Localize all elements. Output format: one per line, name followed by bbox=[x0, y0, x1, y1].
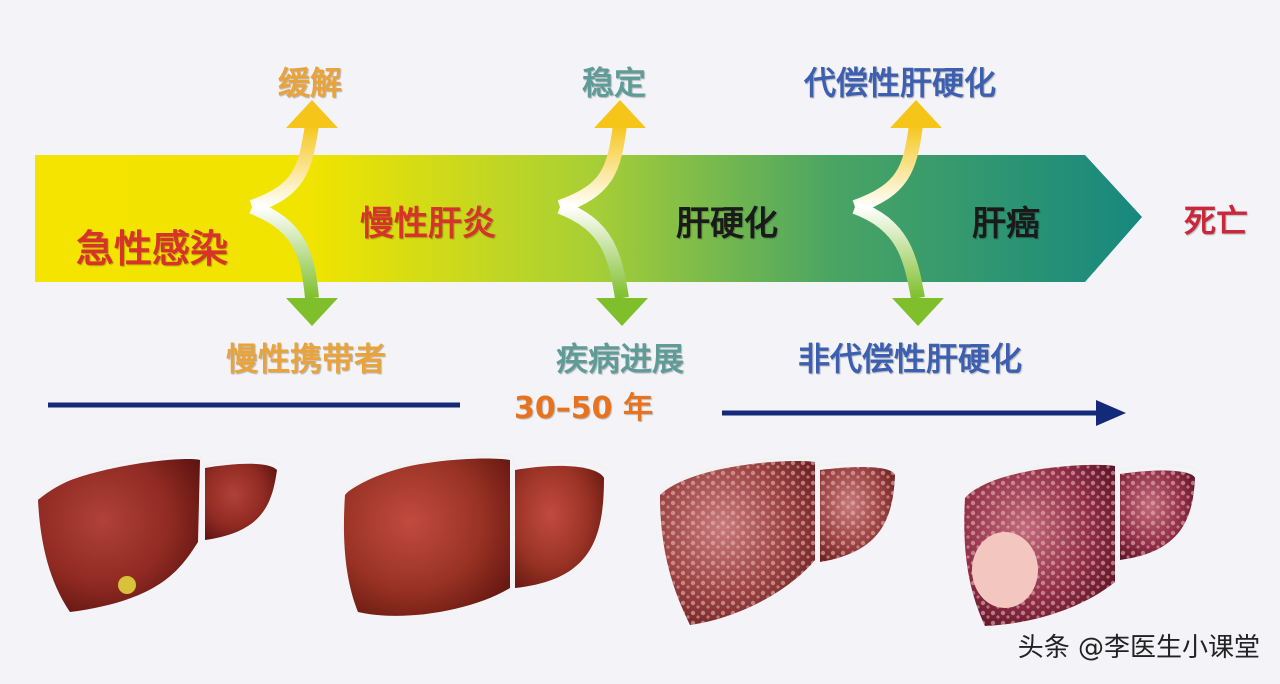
branch-remission: 缓解 bbox=[278, 64, 343, 102]
cancer-liver bbox=[964, 459, 1200, 626]
timeline-arrowhead bbox=[1096, 400, 1126, 426]
stage-death: 死亡 bbox=[1184, 202, 1249, 240]
stage-liver-cancer: 肝癌 bbox=[972, 204, 1040, 244]
stage-acute-infection: 急性感染 bbox=[76, 227, 229, 271]
branch-stable: 稳定 bbox=[582, 64, 647, 102]
stage-cirrhosis: 肝硬化 bbox=[676, 204, 778, 244]
branch-compensated-cirrhosis: 代偿性肝硬化 bbox=[804, 64, 997, 102]
branch-arrow-1 bbox=[249, 100, 338, 326]
normal-liver bbox=[37, 453, 281, 612]
branch-chronic-carrier: 慢性携带者 bbox=[226, 340, 387, 378]
branch-arrow-3 bbox=[852, 100, 944, 326]
hepatitis-liver bbox=[343, 453, 608, 616]
branch-disease-progression: 疾病进展 bbox=[556, 340, 685, 378]
stage-chronic-hepatitis: 慢性肝炎 bbox=[360, 204, 496, 244]
watermark: 头条 @李医生小课堂 bbox=[1017, 633, 1260, 663]
timeline-years-label: 30–50 年 bbox=[514, 391, 653, 426]
branch-decompensated-cirrhosis: 非代偿性肝硬化 bbox=[798, 340, 1023, 378]
tumor bbox=[972, 532, 1038, 608]
cirrhosis-liver bbox=[659, 455, 900, 625]
branch-arrow-2 bbox=[557, 100, 648, 326]
